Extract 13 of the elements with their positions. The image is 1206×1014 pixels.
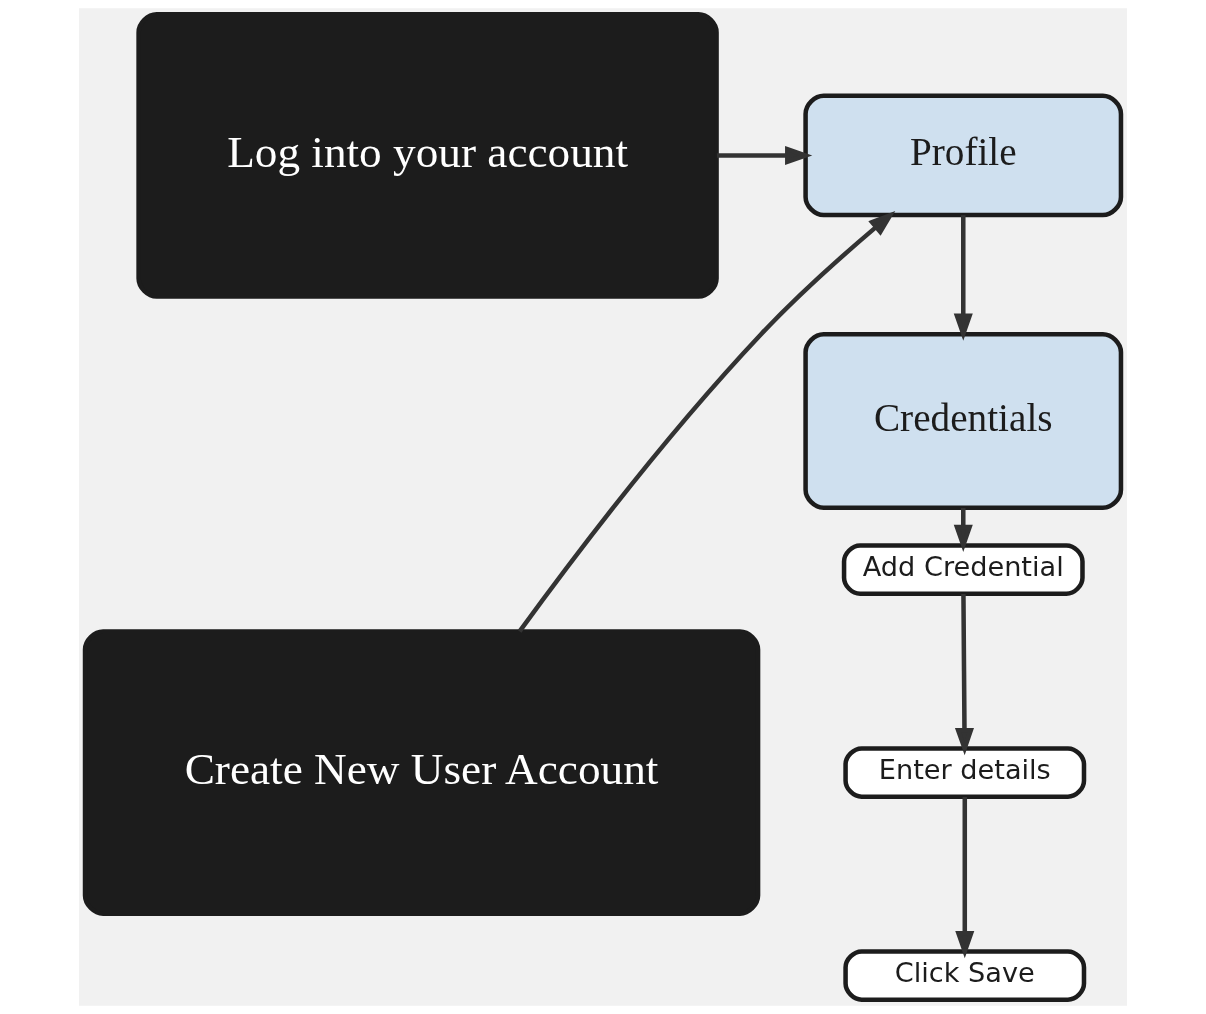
node-box: Add Credential <box>841 543 1085 597</box>
node-box: Log into your account <box>136 12 719 299</box>
arrow <box>517 210 896 633</box>
arrow <box>953 508 973 552</box>
node-box: Click Save <box>843 949 1087 1002</box>
node-box: Create New User Account <box>82 629 761 916</box>
node-box: Profile <box>803 93 1124 218</box>
arrow <box>954 594 974 756</box>
arrow <box>953 215 973 341</box>
node-box: Enter details <box>843 746 1087 799</box>
node-box: Credentials <box>803 331 1124 510</box>
arrow <box>716 145 813 165</box>
arrow <box>955 797 975 959</box>
